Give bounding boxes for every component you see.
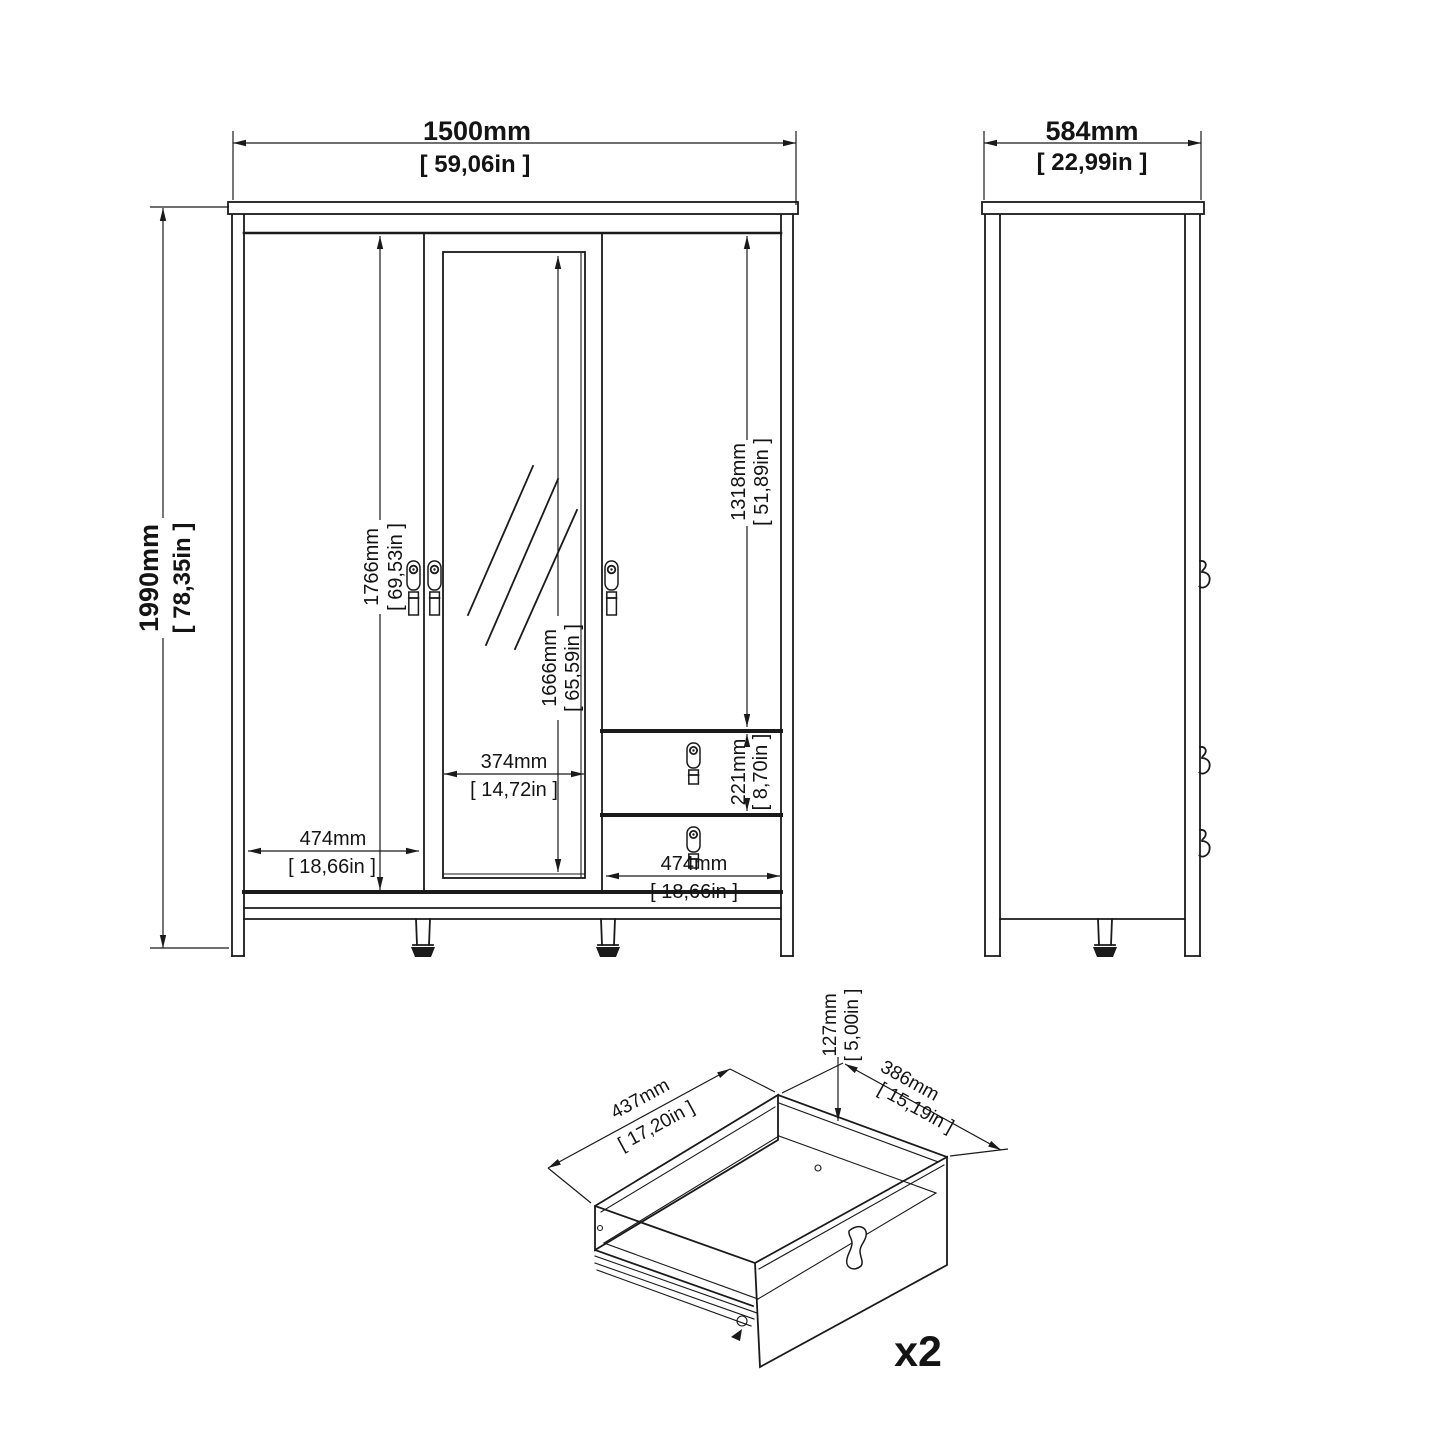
top-drawer-handle-icon	[686, 742, 701, 785]
mirror-glass-hatching	[466, 464, 579, 651]
adjustable-foot-icon	[1092, 918, 1118, 958]
mirror-door-handle-icon	[427, 560, 442, 616]
right-door-handle-icon	[604, 560, 619, 616]
top-panel-side	[981, 201, 1205, 215]
dim-mirror-height: 1666mm [ 65,59in ]	[539, 256, 584, 872]
dim-overall-height-in: [ 78,35in ]	[169, 523, 196, 634]
drawer-left-side-edge	[593, 1204, 757, 1265]
dim-overall-height: 1990mm [ 78,35in ]	[134, 206, 229, 949]
adjustable-foot-icon	[410, 918, 436, 958]
dim-left-door-width-in: [ 18,66in ]	[288, 856, 376, 878]
drawer-quantity-label: x2	[894, 1328, 942, 1376]
adjustable-foot-icon	[595, 918, 621, 958]
front-handles	[406, 560, 701, 869]
dim-left-door-height: 1766mm [ 69,53in ]	[361, 236, 407, 890]
dim-overall-depth-in: [ 22,99in ]	[1037, 149, 1148, 176]
dim-mirror-width: 374mm [ 14,72in ]	[444, 751, 584, 801]
dim-left-door-width: 474mm [ 18,66in ]	[248, 828, 419, 878]
dim-overall-depth: 584mm [ 22,99in ]	[983, 116, 1202, 200]
wardrobe-front-outline	[227, 201, 799, 958]
left-door-handle-icon	[406, 560, 421, 616]
dim-drawer-width: 386mm [ 15,19in ]	[781, 1057, 1009, 1157]
dim-overall-width-in: [ 59,06in ]	[420, 151, 531, 178]
dim-left-door-height-mm: 1766mm	[361, 528, 383, 606]
mirror-frame	[442, 251, 586, 879]
dim-mirror-width-in: [ 14,72in ]	[470, 779, 558, 801]
dim-drawer-front-height-mm: 221mm	[728, 739, 750, 806]
dim-overall-width-mm: 1500mm	[423, 116, 531, 146]
dim-left-door-height-in: [ 69,53in ]	[385, 523, 407, 611]
dim-drawer-front-height-in: [ 8,70in ]	[750, 734, 772, 811]
dim-overall-height-mm: 1990mm	[134, 524, 164, 632]
dim-mirror-width-mm: 374mm	[481, 751, 548, 773]
screw-hole-icon	[596, 1224, 604, 1232]
wardrobe-side-outline	[981, 201, 1211, 958]
side-handle-icon	[1198, 560, 1211, 589]
drawer-isometric	[593, 1093, 949, 1369]
dim-right-door-height-mm: 1318mm	[728, 443, 750, 521]
drawer-slide-rail	[594, 1255, 758, 1341]
dim-right-section-width-mm: 474mm	[661, 853, 728, 875]
side-handle-icon	[1198, 829, 1211, 858]
dim-mirror-height-mm: 1666mm	[539, 629, 561, 707]
dim-drawer-depth: 437mm [ 17,20in ]	[547, 1068, 776, 1204]
front-view: 1500mm [ 59,06in ] 1990mm [ 78,35in ] 17…	[134, 116, 799, 958]
dim-mirror-height-in: [ 65,59in ]	[562, 624, 584, 712]
side-handle-icon	[1198, 746, 1211, 775]
dim-right-section-width: 474mm [ 18,66in ]	[606, 853, 780, 903]
dim-drawer-height: 127mm [ 5,00in ]	[820, 989, 863, 1121]
dim-drawer-front-height: 221mm [ 8,70in ]	[728, 734, 772, 811]
side-view: 584mm [ 22,99in ]	[981, 116, 1211, 958]
dim-drawer-height-in: [ 5,00in ]	[842, 989, 863, 1062]
drawer-detail: 437mm [ 17,20in ] 386mm [ 15,19in ] 127m…	[547, 989, 1009, 1376]
drawer-floor-edges	[603, 1135, 937, 1300]
top-panel	[227, 201, 799, 215]
dim-overall-depth-mm: 584mm	[1045, 116, 1138, 146]
dim-left-door-width-mm: 474mm	[300, 828, 367, 850]
dim-right-door-height: 1318mm [ 51,89in ]	[728, 236, 773, 727]
rail-roller-icon	[736, 1315, 748, 1327]
dim-right-door-height-in: [ 51,89in ]	[751, 438, 773, 526]
dim-drawer-height-mm: 127mm	[820, 993, 841, 1056]
dim-right-section-width-in: [ 18,66in ]	[650, 881, 738, 903]
drawer-front-handle-icon	[845, 1225, 867, 1270]
screw-hole-icon	[814, 1164, 822, 1172]
dim-overall-width: 1500mm [ 59,06in ]	[232, 116, 797, 205]
rail-stop-icon	[731, 1329, 742, 1341]
